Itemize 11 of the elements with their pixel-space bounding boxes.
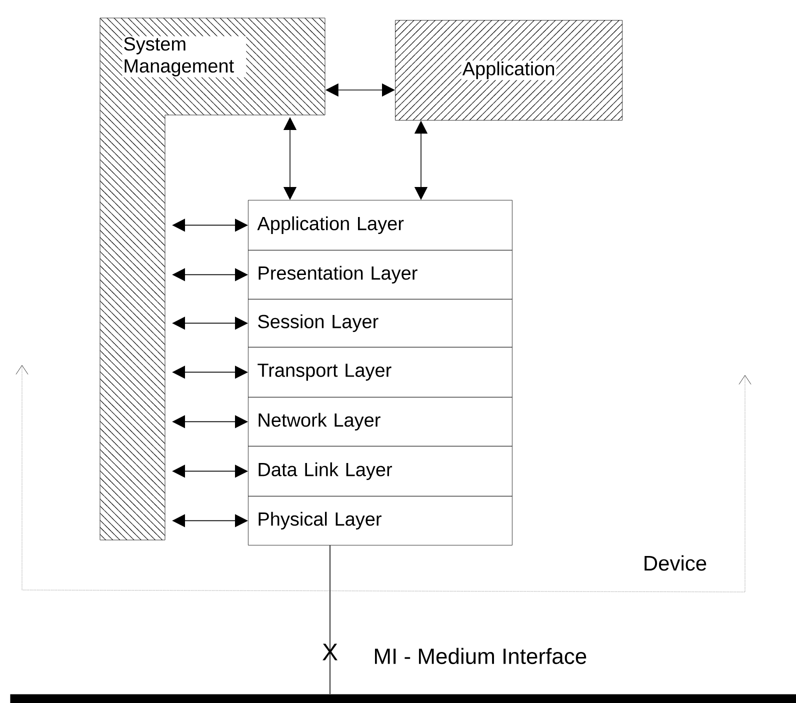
application-block: Application	[395, 20, 622, 120]
layer-box: Network Layer	[248, 397, 512, 446]
device-label: Device	[644, 555, 706, 571]
medium-bar	[10, 694, 796, 703]
layer-box: Transport Layer	[248, 347, 512, 398]
layer-box: Data Link Layer	[248, 446, 512, 496]
layer-box: Application Layer	[248, 200, 512, 250]
interface-label: MI - Medium Interface	[375, 648, 586, 664]
layer-box: Session Layer	[248, 299, 512, 348]
layer-box: Physical Layer	[248, 496, 512, 546]
layer-box: Presentation Layer	[248, 250, 512, 300]
